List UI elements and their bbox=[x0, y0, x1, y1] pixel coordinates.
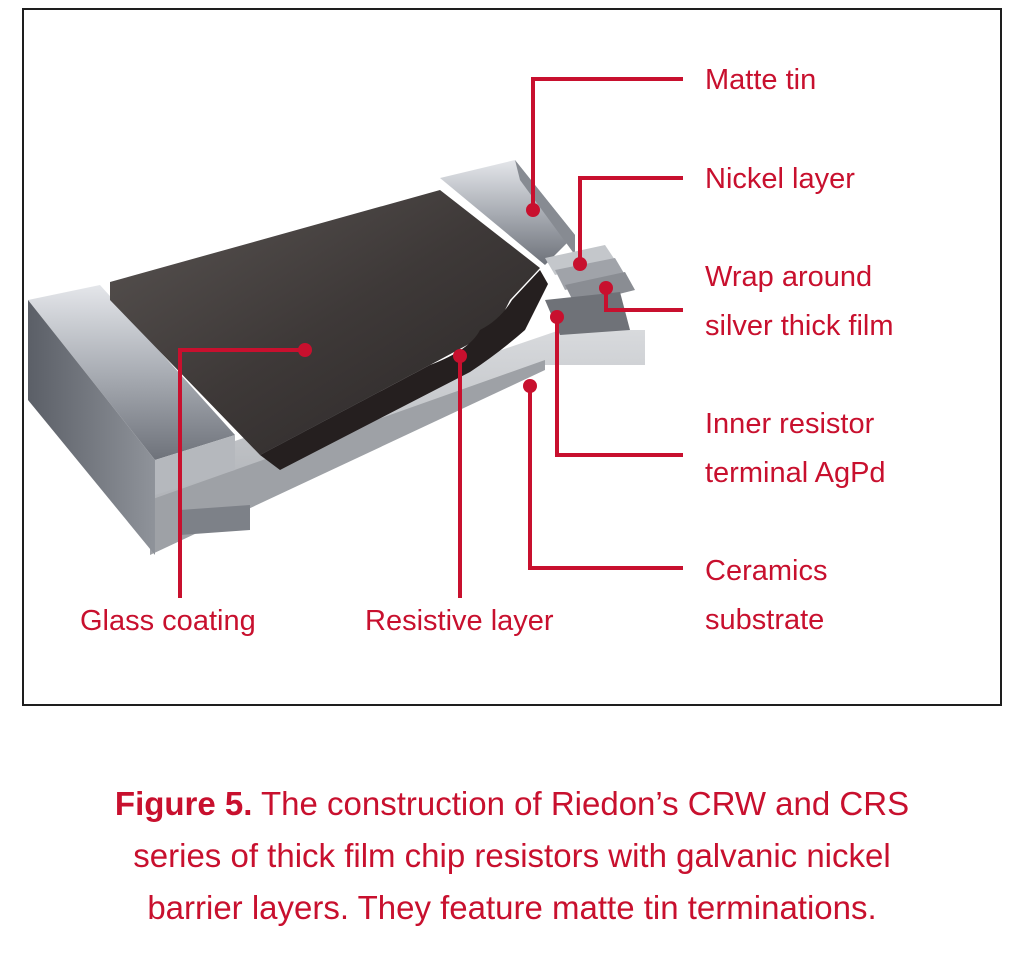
resistive-layer-edge bbox=[260, 270, 548, 470]
label-matte-tin: Matte tin bbox=[705, 64, 817, 96]
glass-coating-layer bbox=[110, 190, 540, 455]
label-glass-coating: Glass coating bbox=[80, 605, 256, 637]
caption-line-2: series of thick film chip resistors with… bbox=[133, 837, 891, 874]
left-terminal bbox=[28, 285, 250, 555]
caption-figure-number: Figure 5. bbox=[114, 785, 253, 822]
label-nickel-layer: Nickel layer bbox=[705, 163, 855, 195]
leader-lines bbox=[178, 77, 683, 598]
nickel-layer-marker bbox=[573, 257, 587, 271]
label-wrap-around-line1: Wrap around bbox=[705, 261, 873, 293]
resistive-layer-marker bbox=[453, 349, 467, 363]
inner-resistor-marker bbox=[550, 310, 564, 324]
label-ceramics-line1: Ceramics bbox=[705, 555, 828, 587]
label-inner-resistor-line1: Inner resistor bbox=[705, 408, 875, 440]
caption-line-1-text: The construction of Riedon’s CRW and CRS bbox=[252, 785, 910, 822]
label-inner-resistor-line2: terminal AgPd bbox=[705, 457, 886, 489]
caption-line-3: barrier layers. They feature matte tin t… bbox=[147, 889, 877, 926]
label-resistive-layer: Resistive layer bbox=[365, 605, 554, 637]
figure-caption: Figure 5. The construction of Riedon’s C… bbox=[0, 778, 1024, 934]
label-wrap-around-line2: silver thick film bbox=[705, 310, 894, 342]
label-ceramics-line2: substrate bbox=[705, 604, 825, 636]
glass-coating-marker bbox=[298, 343, 312, 357]
ceramics-marker bbox=[523, 379, 537, 393]
wrap-around-marker bbox=[599, 281, 613, 295]
caption-line-1: Figure 5. The construction of Riedon’s C… bbox=[0, 778, 1024, 830]
matte-tin-marker bbox=[526, 203, 540, 217]
